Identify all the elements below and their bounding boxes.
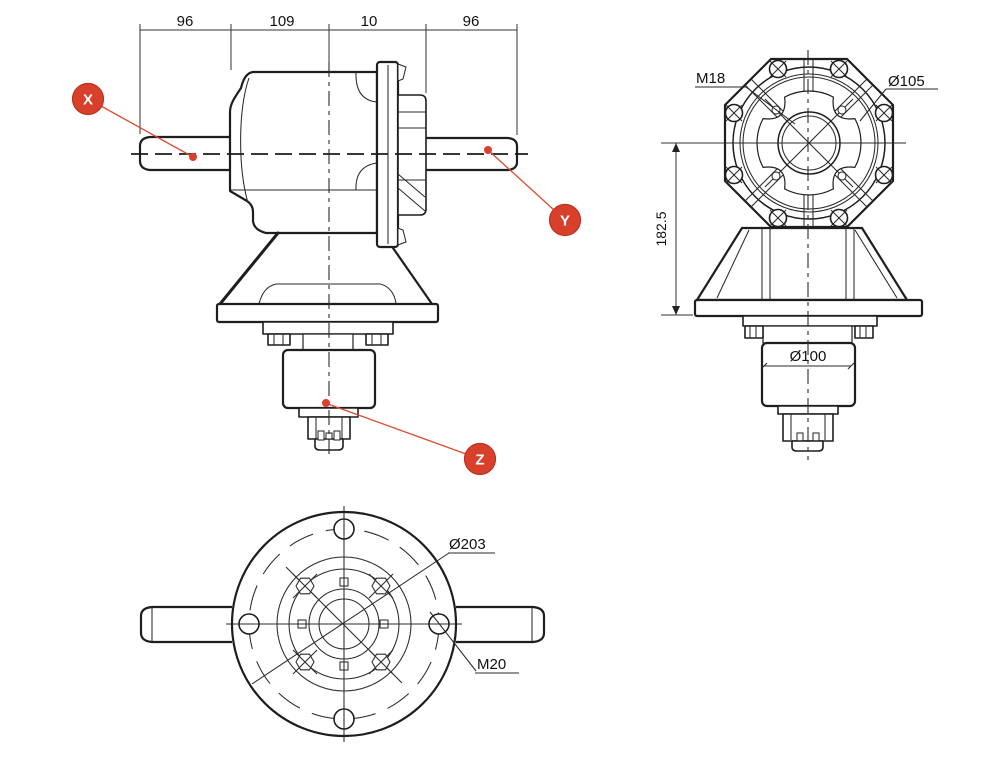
stud-bolt — [368, 649, 394, 675]
dim-10: 10 — [361, 13, 378, 30]
side-view: 96 109 10 96 — [71, 13, 582, 476]
bell-housing-front — [693, 226, 924, 318]
perimeter-bolts — [724, 59, 894, 228]
front-view: Ø100 182.5 M18 — [653, 50, 938, 460]
z-badge-label: Z — [475, 452, 484, 469]
bolt — [874, 165, 894, 185]
label-d105-group: Ø105 — [859, 73, 938, 122]
stud-bolt — [292, 573, 318, 599]
label-height-182-5: 182.5 — [653, 211, 669, 246]
bearing-hub-right — [397, 94, 427, 216]
x-badge-label: X — [83, 92, 93, 109]
height-dimension: 182.5 — [653, 142, 723, 316]
y-badge-circle — [548, 203, 582, 237]
x-badge-circle — [71, 82, 105, 116]
z-badge-circle — [463, 442, 497, 476]
y-badge-label: Y — [560, 213, 570, 230]
output-stack-front: Ø100 — [742, 315, 878, 452]
label-d203-group: Ø203 — [251, 536, 495, 685]
label-hub-diameter: Ø100 — [790, 348, 827, 365]
shaft-right-bottom — [456, 605, 546, 644]
bottom-view: Ø203 M20 — [139, 506, 546, 742]
bolt — [724, 165, 744, 185]
axis-marker-x: X — [71, 82, 197, 161]
flange-face — [226, 506, 462, 742]
label-d203: Ø203 — [449, 536, 486, 553]
bolt — [768, 208, 788, 228]
gearbox-body — [228, 70, 379, 235]
bell-housing — [215, 231, 440, 324]
bolt — [874, 103, 894, 123]
axis-marker-z: Z — [322, 399, 497, 476]
output-stack — [262, 321, 394, 451]
label-d105: Ø105 — [888, 73, 925, 90]
label-m20-group: M20 — [429, 611, 519, 674]
dim-96-right: 96 — [463, 13, 480, 30]
shaft-left-bottom — [139, 605, 232, 644]
stud-bolt — [368, 573, 394, 599]
bolt — [724, 103, 744, 123]
dim-109: 109 — [269, 13, 294, 30]
label-m20: M20 — [477, 656, 506, 673]
top-dimension-chain: 96 109 10 96 — [139, 13, 518, 135]
bolt — [768, 59, 788, 79]
cover-plate — [375, 60, 407, 249]
bolt — [829, 59, 849, 79]
axis-marker-y: Y — [484, 146, 582, 237]
label-m18-group: M18 — [695, 70, 796, 125]
dim-96-left: 96 — [177, 13, 194, 30]
label-m18: M18 — [696, 70, 725, 87]
bolt — [829, 208, 849, 228]
